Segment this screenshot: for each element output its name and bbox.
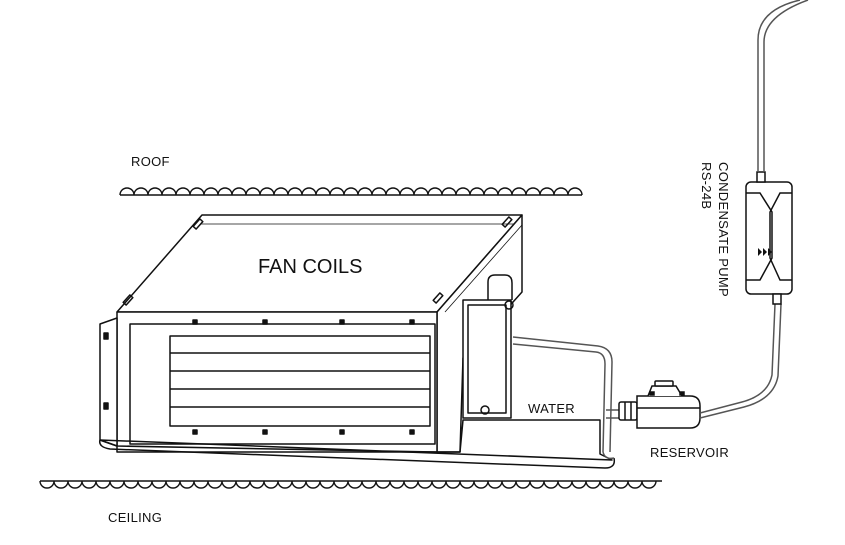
pump-indicator-icon xyxy=(758,248,772,256)
drain-tube xyxy=(512,336,625,460)
reservoir-to-pump-tube xyxy=(699,303,782,419)
pump-body xyxy=(745,181,793,295)
pump-outlet xyxy=(756,171,766,183)
water-label: WATER xyxy=(528,401,575,416)
scallop-path xyxy=(119,187,583,196)
top-slot xyxy=(432,292,444,304)
roof-scallop-line xyxy=(119,187,583,196)
pump-name-label: CONDENSATE PUMP xyxy=(716,162,731,297)
fan-coils-label: FAN COILS xyxy=(258,256,362,278)
top-slot xyxy=(122,294,134,306)
ceiling-scallop-line xyxy=(39,480,657,489)
ceiling-label: CEILING xyxy=(108,510,162,525)
top-slot xyxy=(192,218,204,230)
top-slot xyxy=(501,216,513,228)
fan-coil-inner-frame xyxy=(129,323,436,445)
condensate-pump xyxy=(745,171,793,305)
reservoir-inlet xyxy=(618,401,638,421)
pump-model-label: RS-24B xyxy=(699,162,714,209)
scallop-path xyxy=(39,480,657,489)
reservoir-unit xyxy=(618,380,701,429)
air-grille xyxy=(169,335,431,427)
roof-label: ROOF xyxy=(131,154,170,169)
fan-coil-front-face xyxy=(116,311,438,453)
drain-pan xyxy=(98,439,616,469)
fan-coil-unit xyxy=(98,214,616,469)
reservoir-body xyxy=(636,395,701,429)
electrical-box xyxy=(462,299,512,419)
pump-inlet xyxy=(772,293,782,305)
discharge-tube xyxy=(757,0,809,172)
reservoir-label: RESERVOIR xyxy=(650,445,729,460)
